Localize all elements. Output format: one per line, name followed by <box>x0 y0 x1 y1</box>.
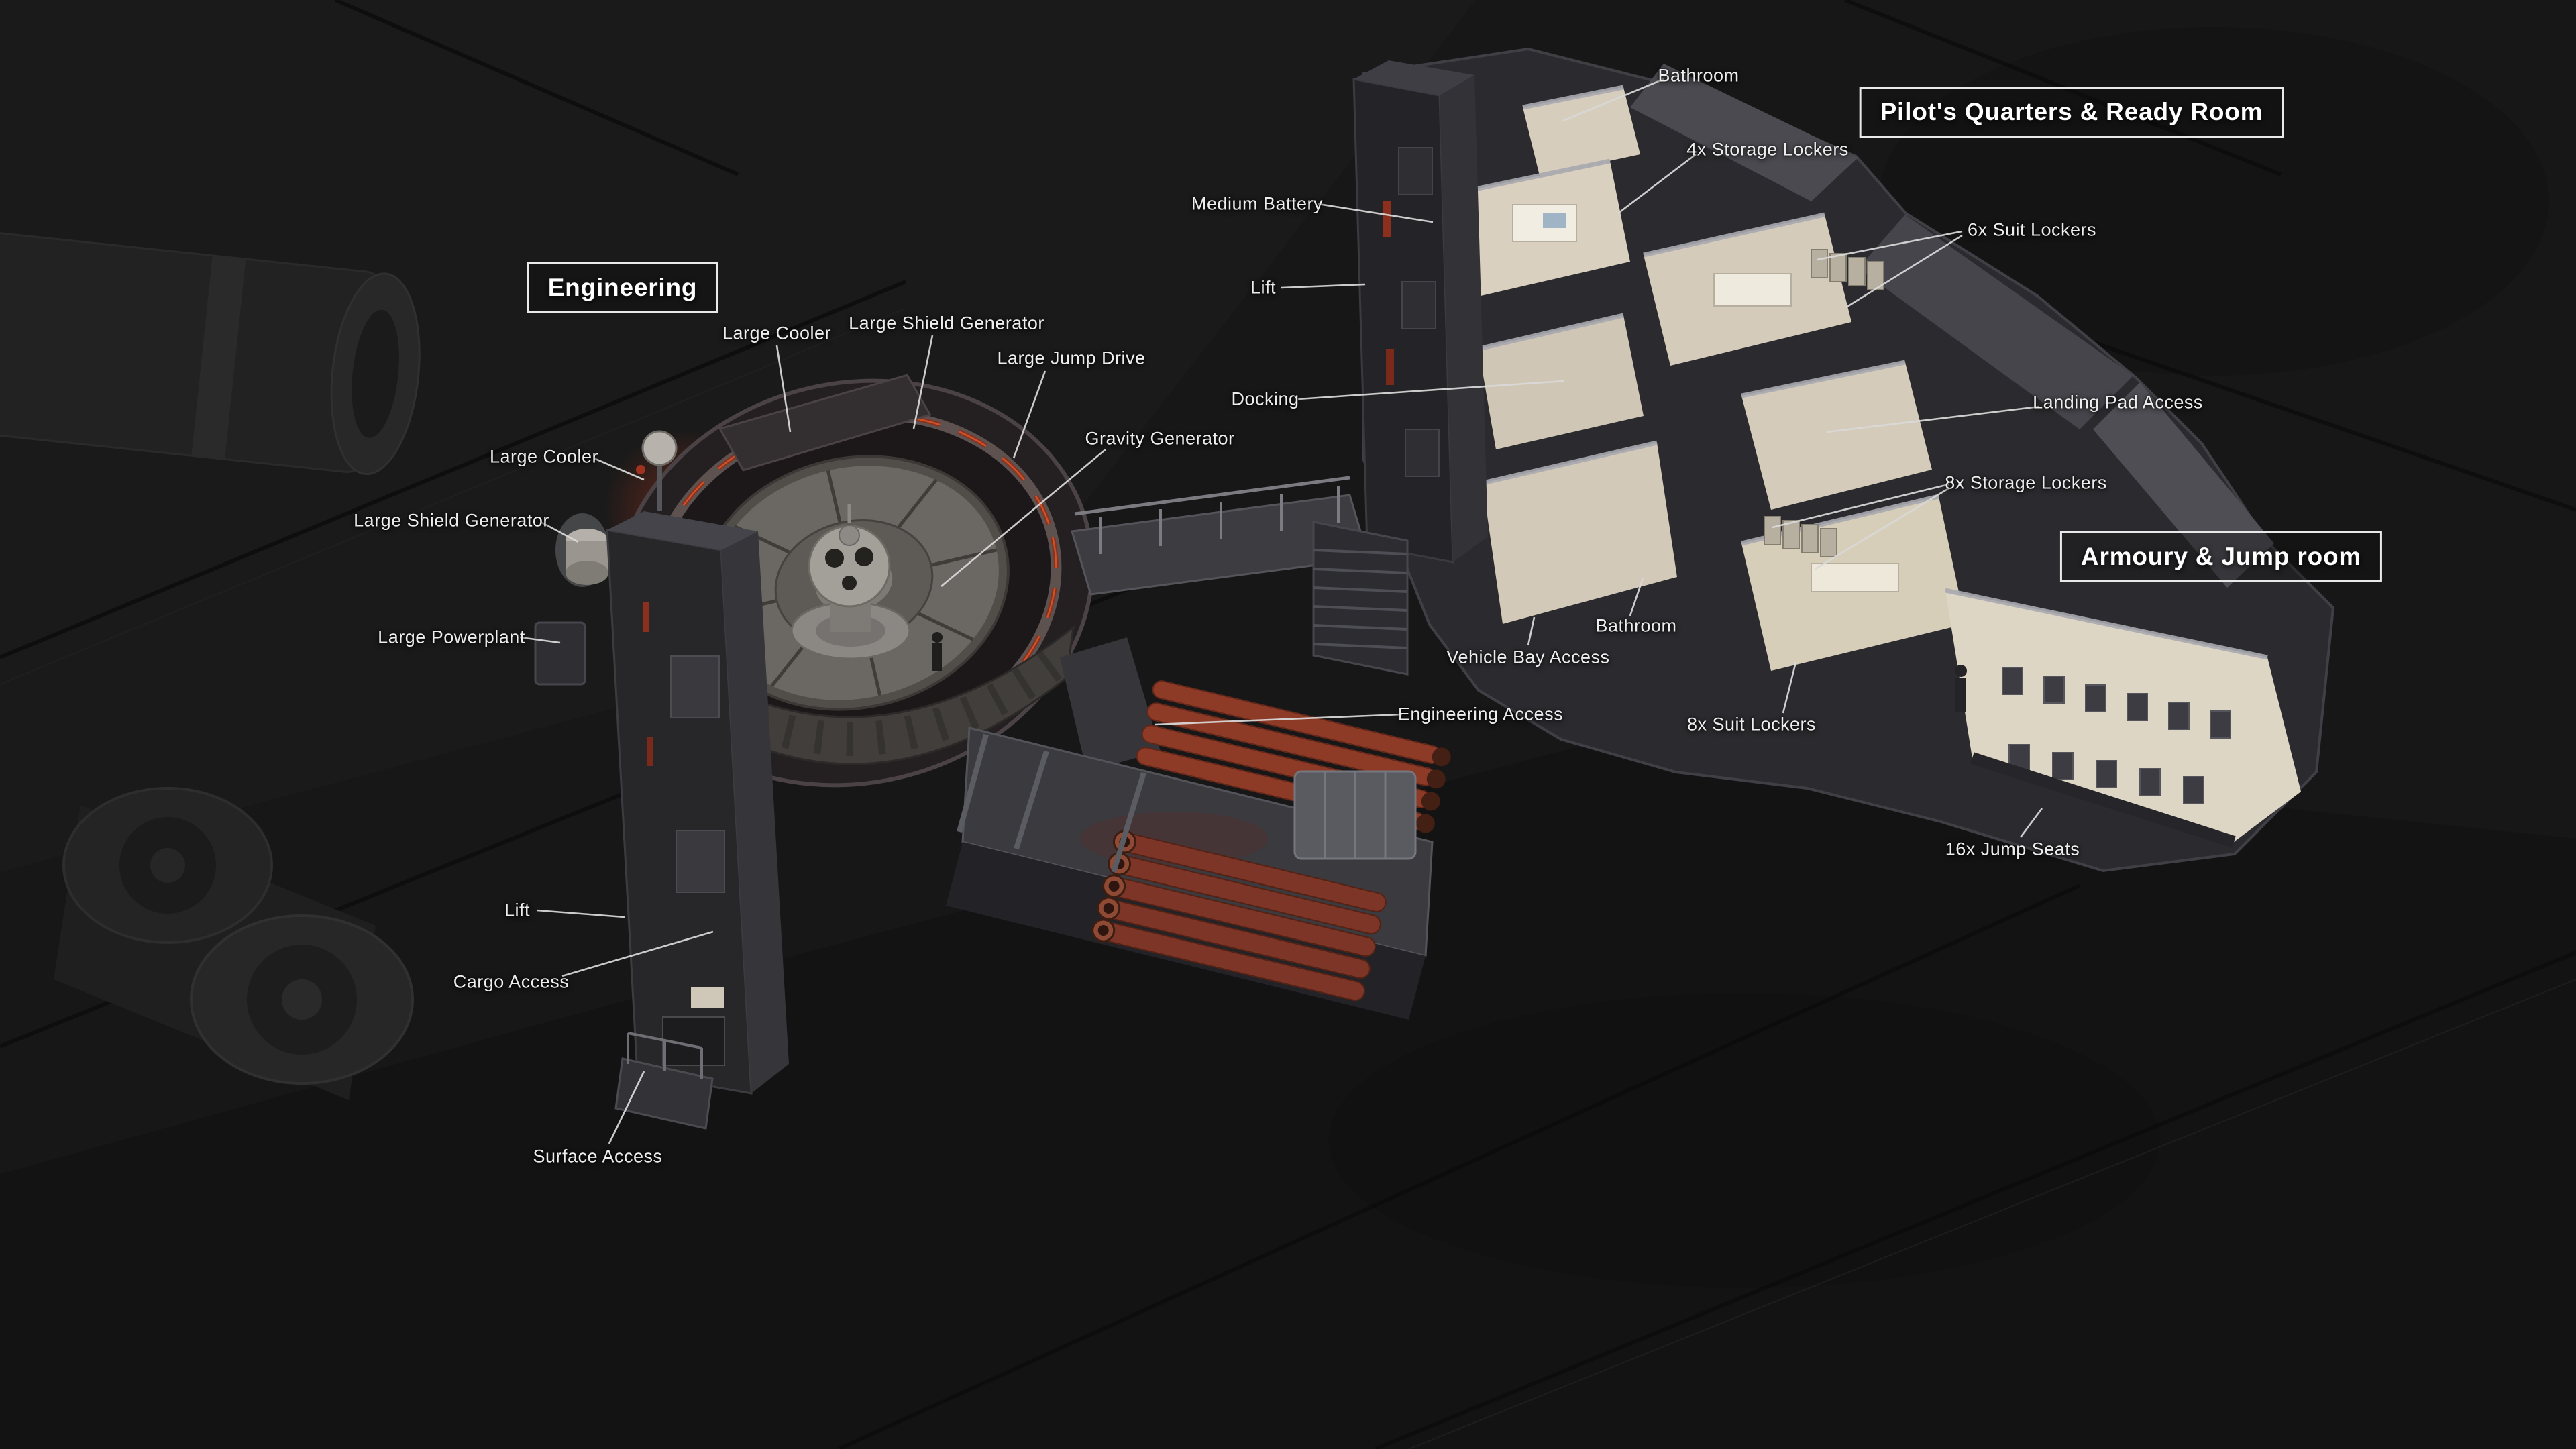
background-machinery <box>0 231 421 1100</box>
powerplant-block <box>534 621 586 686</box>
label-gravity-generator: Gravity Generator <box>1085 428 1235 449</box>
habitation-cluster <box>1352 47 2335 873</box>
label-6x-suit-lockers: 6x Suit Lockers <box>1967 219 2097 240</box>
label-large-cooler-top: Large Cooler <box>722 323 832 343</box>
section-title-armoury: Armoury & Jump room <box>2059 531 2383 582</box>
leader-lines <box>519 78 2043 1144</box>
label-4x-storage-lockers: 4x Storage Lockers <box>1686 139 1849 160</box>
section-title-pilots-quarters: Pilot's Quarters & Ready Room <box>1859 87 2284 138</box>
gravity-generator-sphere <box>790 504 911 660</box>
label-16x-jump-seats: 16x Jump Seats <box>1945 839 2080 859</box>
label-lift-right: Lift <box>1250 277 1277 298</box>
label-bathroom-mid: Bathroom <box>1595 615 1677 636</box>
label-large-cooler-left: Large Cooler <box>489 446 599 467</box>
pipe-corridor <box>946 680 1451 1020</box>
label-vehicle-bay-access: Vehicle Bay Access <box>1446 647 1610 667</box>
shield-generator-unit <box>555 513 609 587</box>
label-8x-suit-lockers: 8x Suit Lockers <box>1686 714 1817 735</box>
jump-seat-bay <box>1945 590 2301 848</box>
label-landing-pad-access: Landing Pad Access <box>2033 392 2203 413</box>
section-title-engineering: Engineering <box>527 262 718 313</box>
label-large-powerplant: Large Powerplant <box>378 627 525 647</box>
surface-access-platform <box>614 1032 714 1130</box>
walkway-and-stairs <box>1071 476 1409 676</box>
tower-dish <box>641 430 678 466</box>
lift-tower-right <box>1352 60 1488 564</box>
label-large-jump-drive: Large Jump Drive <box>997 347 1146 368</box>
label-large-shield-generator-top: Large Shield Generator <box>849 313 1044 333</box>
label-cargo-access: Cargo Access <box>453 971 570 992</box>
label-lift-left: Lift <box>504 900 531 920</box>
label-bathroom-top: Bathroom <box>1658 65 1739 86</box>
label-medium-battery: Medium Battery <box>1191 193 1324 214</box>
label-surface-access: Surface Access <box>533 1146 663 1167</box>
label-docking: Docking <box>1231 388 1299 409</box>
label-8x-storage-lockers: 8x Storage Lockers <box>1945 472 2107 493</box>
label-large-shield-generator-left: Large Shield Generator <box>354 510 549 531</box>
label-engineering-access: Engineering Access <box>1397 704 1564 724</box>
lift-tower-left <box>606 430 789 1130</box>
